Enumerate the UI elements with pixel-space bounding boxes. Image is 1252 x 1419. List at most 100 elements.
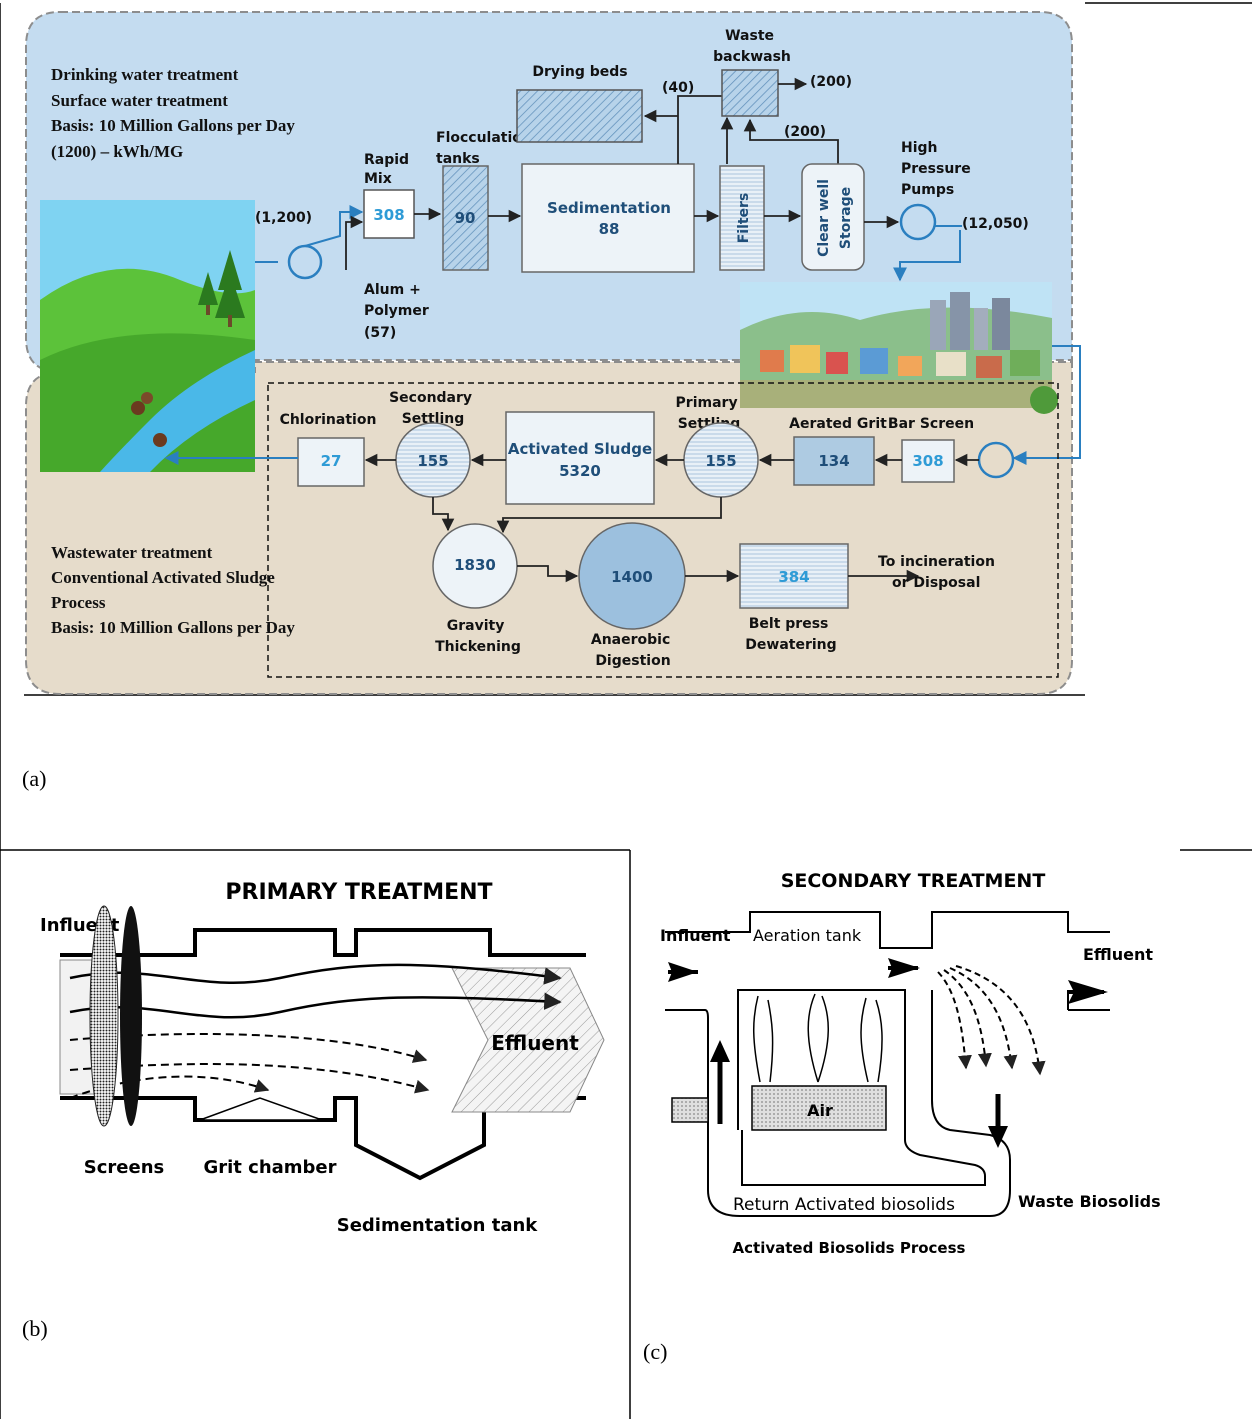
drying-beds — [516, 89, 643, 143]
gravity-thickening-label-line-1: Gravity — [447, 618, 505, 634]
air-diffuser-box — [751, 1085, 887, 1131]
pumps-label: High Pressure Pumps — [901, 140, 976, 198]
alum-label-line-3: (57) — [364, 325, 396, 341]
chlorination-box — [297, 437, 365, 487]
belt-press-label-line-1: Belt press — [749, 616, 829, 632]
activated-sludge-value: 5320 — [559, 462, 601, 480]
waste-backwash-label: Waste backwash — [713, 28, 791, 65]
sedimentation-label: Sedimentation — [547, 199, 671, 217]
aerated-grit-label: Aerated Grit — [789, 416, 887, 432]
effluent-chevron — [451, 967, 605, 1113]
drinking-title-line-1: Drinking water treatment — [51, 65, 239, 84]
waste-backwash-label-line-1: Waste — [725, 28, 774, 44]
effluent-label-b: Effluent — [491, 1031, 579, 1055]
vessel-inner-wall — [737, 989, 986, 1186]
wastewater-title: Wastewater treatment Conventional Activa… — [51, 543, 295, 637]
aerated-grit-value: 134 — [818, 452, 849, 470]
secondary-settling-label-line-1: Secondary — [389, 390, 472, 406]
flocculation-label-line-1: Flocculation — [436, 130, 532, 146]
alum-label-line-1: Alum + — [364, 282, 421, 298]
drinking-title-line-2: Surface water treatment — [51, 91, 228, 110]
pumps-label-line-1: High — [901, 140, 938, 156]
screen-bar — [120, 906, 142, 1126]
waste-backwash-label-line-2: backwash — [713, 49, 791, 65]
anaerobic-digestion-label-line-1: Anaerobic — [591, 632, 670, 648]
caption-b: (b) — [22, 1316, 48, 1341]
backwash-in-label: (200) — [784, 124, 826, 140]
sed-to-backwash-line — [677, 95, 722, 164]
gravity-thickening-label: Gravity Thickening — [435, 618, 521, 655]
pumps-label-line-2: Pressure — [901, 161, 971, 177]
disposal-label-line-1: To incineration — [878, 554, 995, 570]
settling-curve-4 — [955, 965, 1046, 1076]
anaerobic-digestion-label-line-2: Digestion — [595, 653, 670, 669]
aeration-tank-label: Aeration tank — [753, 926, 862, 945]
alum-label: Alum + Polymer (57) — [364, 282, 434, 341]
return-up-arrow-head — [710, 1040, 730, 1062]
alum-label-line-2: Polymer — [364, 303, 429, 319]
filters-label: Filters — [736, 193, 752, 244]
disposal-label: To incineration or Disposal — [878, 554, 1000, 591]
rapid-mix-label-line-1: Rapid — [364, 152, 409, 168]
anaerobic-digestion-label: Anaerobic Digestion — [591, 632, 675, 669]
clearwell-to-backwash-arrow — [743, 118, 839, 164]
chlorination-value: 27 — [321, 452, 342, 470]
secondary-settling-label-line-2: Settling — [402, 411, 465, 427]
waste-biosolids-label: Waste Biosolids — [1018, 1192, 1161, 1211]
vessel-outer-wall — [665, 990, 1011, 1217]
screens-label: Screens — [84, 1157, 164, 1178]
secondary-settling-label: Secondary Settling — [389, 390, 477, 427]
flocculation-value: 90 — [455, 209, 476, 227]
rapid-mix-value: 308 — [373, 206, 404, 224]
return-biosolids-label: Return Activated biosolids — [733, 1195, 955, 1215]
secondary-treatment-title: SECONDARY TREATMENT — [781, 870, 1046, 892]
influent-label-c: Influent — [660, 926, 731, 945]
city-to-wastewater-line — [1012, 345, 1081, 465]
screen-mesh — [89, 905, 119, 1127]
activated-sludge-box — [505, 411, 655, 505]
air-label: Air — [807, 1101, 833, 1120]
flow-line-1 — [69, 963, 562, 985]
panel-b: PRIMARY TREATMENT Influent Effluent Scre… — [22, 880, 605, 1341]
settling-curve-3 — [949, 967, 1018, 1070]
wastewater-title-line-4: Basis: 10 Million Gallons per Day — [51, 618, 295, 637]
backwash-out-label: (200) — [810, 74, 852, 90]
clearwell-box — [801, 163, 865, 271]
channel-bottom-wall — [60, 1096, 586, 1181]
sedimentation-value: 88 — [599, 220, 620, 238]
primary-sludge-line — [496, 497, 722, 534]
belt-press-label: Belt press Dewatering — [745, 616, 836, 653]
secondary-sludge-line — [432, 497, 455, 532]
wastewater-title-line-3: Process — [51, 593, 106, 612]
belt-press-label-line-2: Dewatering — [745, 637, 836, 653]
grit-chamber-label: Grit chamber — [203, 1157, 336, 1178]
primary-settling-value: 155 — [705, 452, 736, 470]
rapid-mix-label: Rapid Mix — [364, 152, 414, 187]
settling-curve-1 — [937, 971, 972, 1070]
belt-press-value: 384 — [778, 568, 809, 586]
bubble-plume-2 — [807, 993, 829, 1083]
waste-down-arrow-head — [988, 1126, 1008, 1148]
aerated-grit-box — [793, 436, 875, 486]
caption-c: (c) — [643, 1339, 667, 1364]
city-illustration — [740, 282, 1058, 414]
waste-backwash-tank — [721, 69, 779, 117]
belt-press-box — [739, 543, 849, 609]
panel-a: Drinking water treatment Surface water t… — [22, 11, 1081, 791]
bar-screen-value: 308 — [912, 452, 943, 470]
rapid-mix-label-line-2: Mix — [364, 171, 392, 187]
bubble-plume-3 — [860, 997, 883, 1083]
disposal-label-line-2: or Disposal — [892, 575, 980, 591]
settling-curve-2 — [943, 969, 992, 1068]
drinking-title-line-4: (1200) – kWh/MG — [51, 142, 183, 161]
primary-settling-label-line-1: Primary — [676, 395, 738, 411]
sedimentation-tank-label: Sedimentation tank — [337, 1215, 539, 1236]
bubble-plume-1 — [753, 995, 774, 1083]
anaerobic-digestion-value: 1400 — [611, 568, 653, 586]
flocculation-tank — [442, 165, 489, 271]
chlorination-label: Chlorination — [280, 412, 377, 428]
intake-flow-label: (1,200) — [255, 210, 312, 226]
flocculation-label: Flocculation tanks — [436, 130, 537, 167]
filters-box — [719, 165, 765, 271]
